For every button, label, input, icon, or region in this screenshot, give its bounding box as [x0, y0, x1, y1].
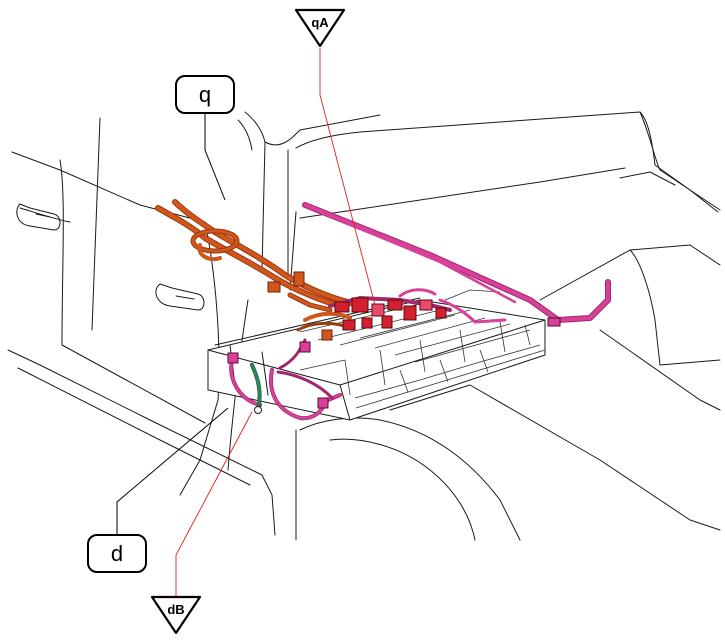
callout-q-label: q [199, 82, 211, 107]
ground-point [254, 406, 262, 414]
orange-harness [155, 199, 363, 341]
connector-dB-label: dB [167, 602, 184, 617]
connector-qA-label: qA [311, 15, 329, 30]
orange-connector [267, 281, 281, 293]
callout-d-label: d [111, 541, 123, 566]
callout-q: q [175, 75, 235, 114]
callout-leaders [116, 48, 376, 598]
pink-harness [227, 202, 611, 421]
callout-d: d [87, 534, 147, 573]
vehicle-body-outline [7, 111, 721, 541]
junction-connector-cluster [328, 288, 507, 331]
connector-qA: qA [294, 8, 346, 48]
connector-dB: dB [150, 595, 202, 635]
green-harness [250, 363, 262, 414]
